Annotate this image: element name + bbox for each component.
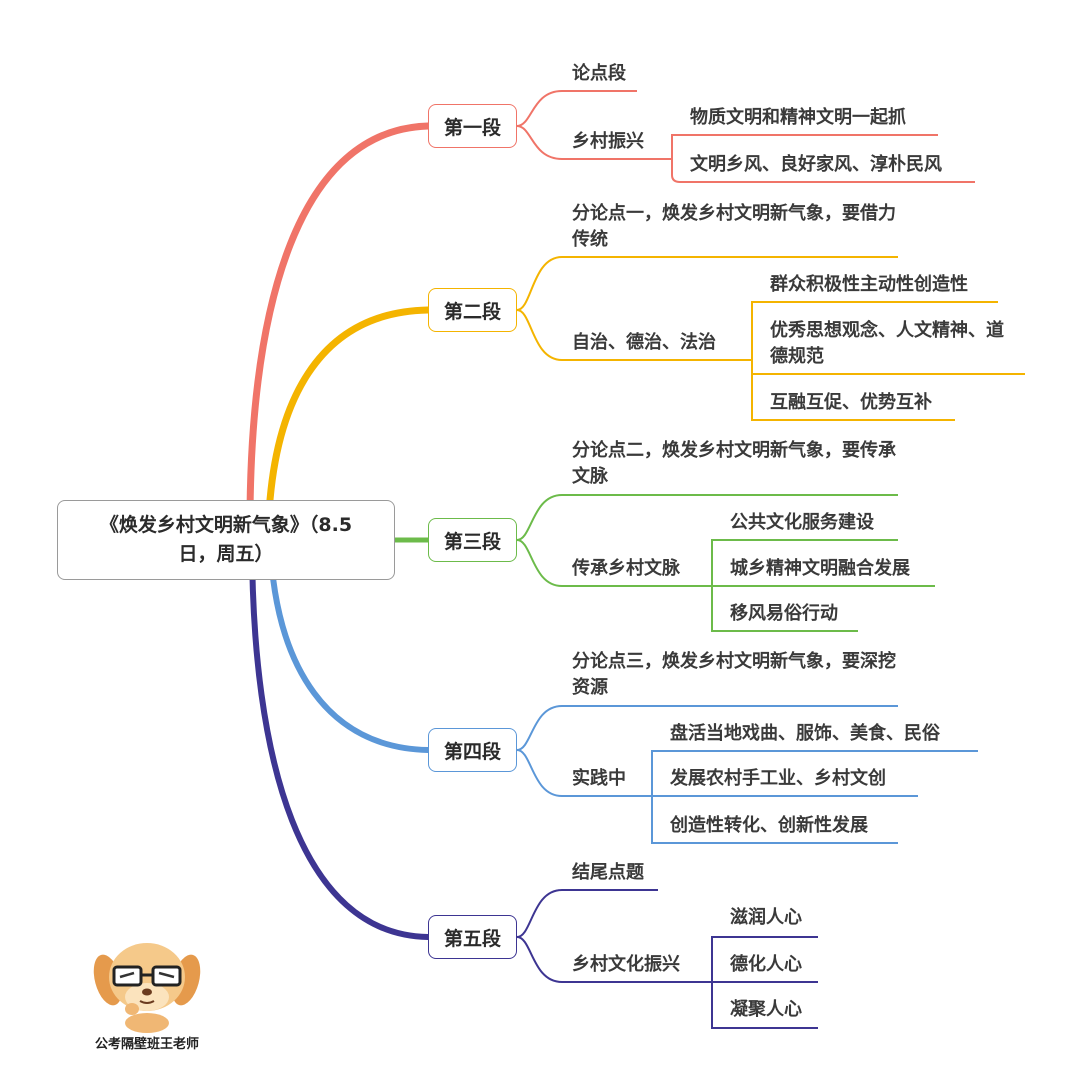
topic-s5-point[interactable]: 结尾点题	[572, 862, 644, 883]
section-node-2[interactable]: 第二段	[428, 288, 517, 332]
topic-s5-sub[interactable]: 乡村文化振兴	[572, 954, 680, 975]
leaf-s1-1[interactable]: 物质文明和精神文明一起抓	[690, 107, 906, 128]
section-node-label: 第三段	[443, 530, 501, 553]
leaf-s3-2[interactable]: 城乡精神文明融合发展	[730, 558, 910, 579]
connector-root-s5	[249, 537, 431, 940]
connector-root-s4	[267, 537, 431, 753]
leaf-s2-2[interactable]: 优秀思想观念、人文精神、道德规范	[770, 320, 1004, 367]
section-node-label: 第一段	[443, 116, 501, 139]
connector-root-s1	[246, 122, 432, 544]
connectors-s5	[516, 889, 818, 1029]
section-node-label: 第二段	[443, 300, 501, 323]
section-node-4[interactable]: 第四段	[428, 728, 517, 772]
connectors-s4	[516, 705, 978, 844]
topic-s2-point[interactable]: 分论点一，焕发乡村文明新气象，要借力传统	[572, 203, 896, 250]
leaf-s5-3[interactable]: 凝聚人心	[730, 999, 802, 1020]
topic-s1-sub[interactable]: 乡村振兴	[572, 131, 644, 152]
topic-s4-sub[interactable]: 实践中	[572, 768, 626, 789]
topic-s2-sub[interactable]: 自治、德治、法治	[572, 332, 716, 353]
connector-root-s2	[264, 306, 432, 544]
topic-s4-point[interactable]: 分论点三，焕发乡村文明新气象，要深挖资源	[572, 651, 896, 698]
leaf-s3-1[interactable]: 公共文化服务建设	[730, 512, 874, 533]
dog-mascot-icon	[93, 943, 201, 1033]
leaf-s4-2[interactable]: 发展农村手工业、乡村文创	[670, 768, 886, 789]
leaf-s2-3[interactable]: 互融互促、优势互补	[770, 392, 932, 413]
root-topic[interactable]: 《焕发乡村文明新气象》（8.5日，周五）	[57, 500, 395, 580]
topic-s3-point[interactable]: 分论点二，焕发乡村文明新气象，要传承文脉	[572, 440, 896, 487]
connectors-s3	[516, 494, 935, 632]
leaf-s4-1[interactable]: 盘活当地戏曲、服饰、美食、民俗	[670, 723, 940, 744]
watermark-caption: 公考隔壁班王老师	[94, 1037, 199, 1052]
section-node-3[interactable]: 第三段	[428, 518, 517, 562]
topic-s1-point[interactable]: 论点段	[572, 63, 626, 84]
leaf-s5-1[interactable]: 滋润人心	[730, 907, 802, 928]
leaf-s3-3[interactable]: 移风易俗行动	[730, 603, 838, 624]
connectors-s1	[516, 90, 975, 183]
leaf-s1-2[interactable]: 文明乡风、良好家风、淳朴民风	[690, 154, 942, 175]
leaf-s4-3[interactable]: 创造性转化、创新性发展	[670, 815, 868, 836]
leaf-s2-1[interactable]: 群众积极性主动性创造性	[770, 274, 968, 295]
section-node-1[interactable]: 第一段	[428, 104, 517, 148]
leaf-s5-2[interactable]: 德化人心	[730, 954, 802, 975]
root-topic-label: 《焕发乡村文明新气象》（8.5日，周五）	[99, 514, 353, 565]
connectors-s2	[516, 256, 1025, 421]
topic-s3-sub[interactable]: 传承乡村文脉	[572, 558, 680, 579]
section-node-label: 第五段	[443, 927, 501, 950]
section-node-label: 第四段	[443, 740, 501, 763]
section-node-5[interactable]: 第五段	[428, 915, 517, 959]
